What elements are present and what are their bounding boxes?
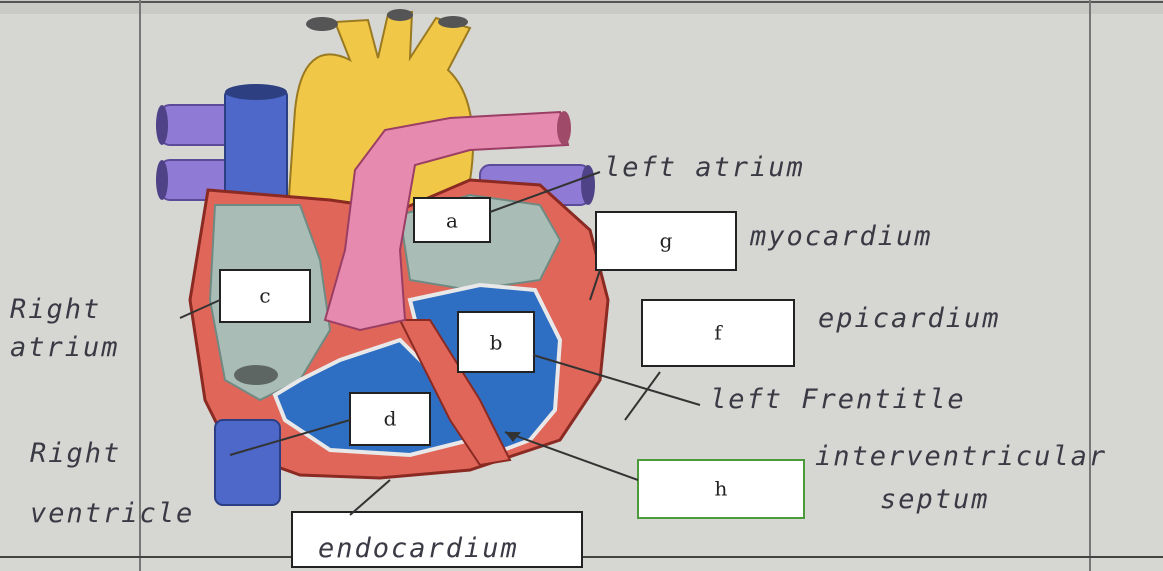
- annotation-left-atrium: left atrium: [604, 152, 805, 183]
- label-box-d: d: [350, 393, 430, 445]
- coronary-sinus-opening: [234, 365, 278, 385]
- annotation-right-ventricle-1: Right: [30, 438, 121, 469]
- annotation-endocardium: endocardium: [318, 533, 519, 564]
- label-b-text: b: [490, 331, 503, 355]
- annotation-right-atrium-1: Right: [10, 294, 101, 325]
- annotation-myocardium: myocardium: [749, 221, 933, 252]
- annotation-left-ventricle: left Frentitle: [710, 384, 966, 415]
- label-c-text: c: [259, 284, 270, 308]
- annotation-epicardium: epicardium: [818, 303, 1001, 334]
- label-box-g: g: [596, 212, 736, 270]
- annotation-right-atrium-2: atrium: [10, 332, 120, 363]
- label-box-h: h: [638, 460, 804, 518]
- label-g-text: g: [660, 229, 673, 253]
- label-a-text: a: [446, 209, 458, 233]
- annotation-right-ventricle-2: ventricle: [30, 498, 194, 529]
- label-box-f: f: [642, 300, 794, 366]
- annotation-interventricular: interventricular: [815, 441, 1107, 472]
- label-h-text: h: [715, 477, 728, 501]
- label-d-text: d: [384, 407, 397, 431]
- label-box-a: a: [414, 198, 490, 242]
- inferior-vena-cava: [215, 420, 280, 505]
- annotation-septum: septum: [880, 484, 990, 515]
- label-box-b: b: [458, 312, 534, 372]
- label-box-c: c: [220, 270, 310, 322]
